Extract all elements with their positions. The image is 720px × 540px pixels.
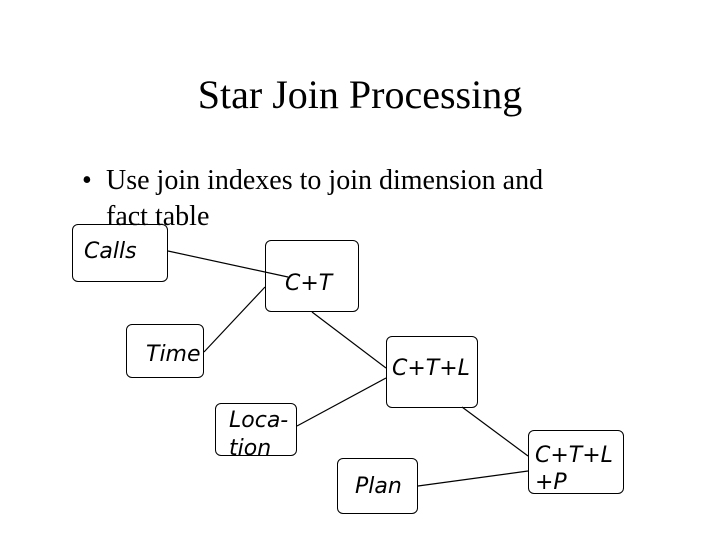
edge-time-ct	[203, 286, 266, 353]
bullet-text-line-1: Use join indexes to join dimension and	[106, 165, 544, 196]
node-location	[215, 403, 297, 456]
node-location-label-line-1: Loca-	[229, 408, 289, 433]
edge-plan-ctlp	[417, 470, 529, 487]
node-ct	[265, 240, 359, 312]
edge-calls-ct	[167, 250, 289, 278]
bullet-text-line-2: fact table	[106, 201, 210, 232]
node-time	[126, 324, 204, 378]
node-location-label-line-2: tion	[229, 436, 272, 461]
edge-location-ctl	[296, 377, 387, 427]
node-calls-label: Calls	[84, 239, 137, 264]
node-plan	[337, 458, 418, 514]
node-plan-label: Plan	[355, 474, 402, 499]
edge-ctl-ctlp	[461, 406, 529, 457]
node-ctl-label: C+T+L	[392, 356, 470, 381]
edge-ct-ctl	[311, 311, 387, 369]
node-ctlp	[528, 430, 624, 494]
node-ct-label: C+T	[285, 271, 333, 296]
node-time-label: Time	[146, 342, 201, 367]
slide-title: Star Join Processing	[197, 72, 523, 117]
node-calls	[72, 224, 168, 282]
node-ctl	[386, 336, 478, 408]
node-ctlp-label-line-1: C+T+L	[535, 443, 613, 468]
bullet-dot: •	[82, 165, 92, 196]
node-ctlp-label-line-2: +P	[535, 470, 567, 495]
